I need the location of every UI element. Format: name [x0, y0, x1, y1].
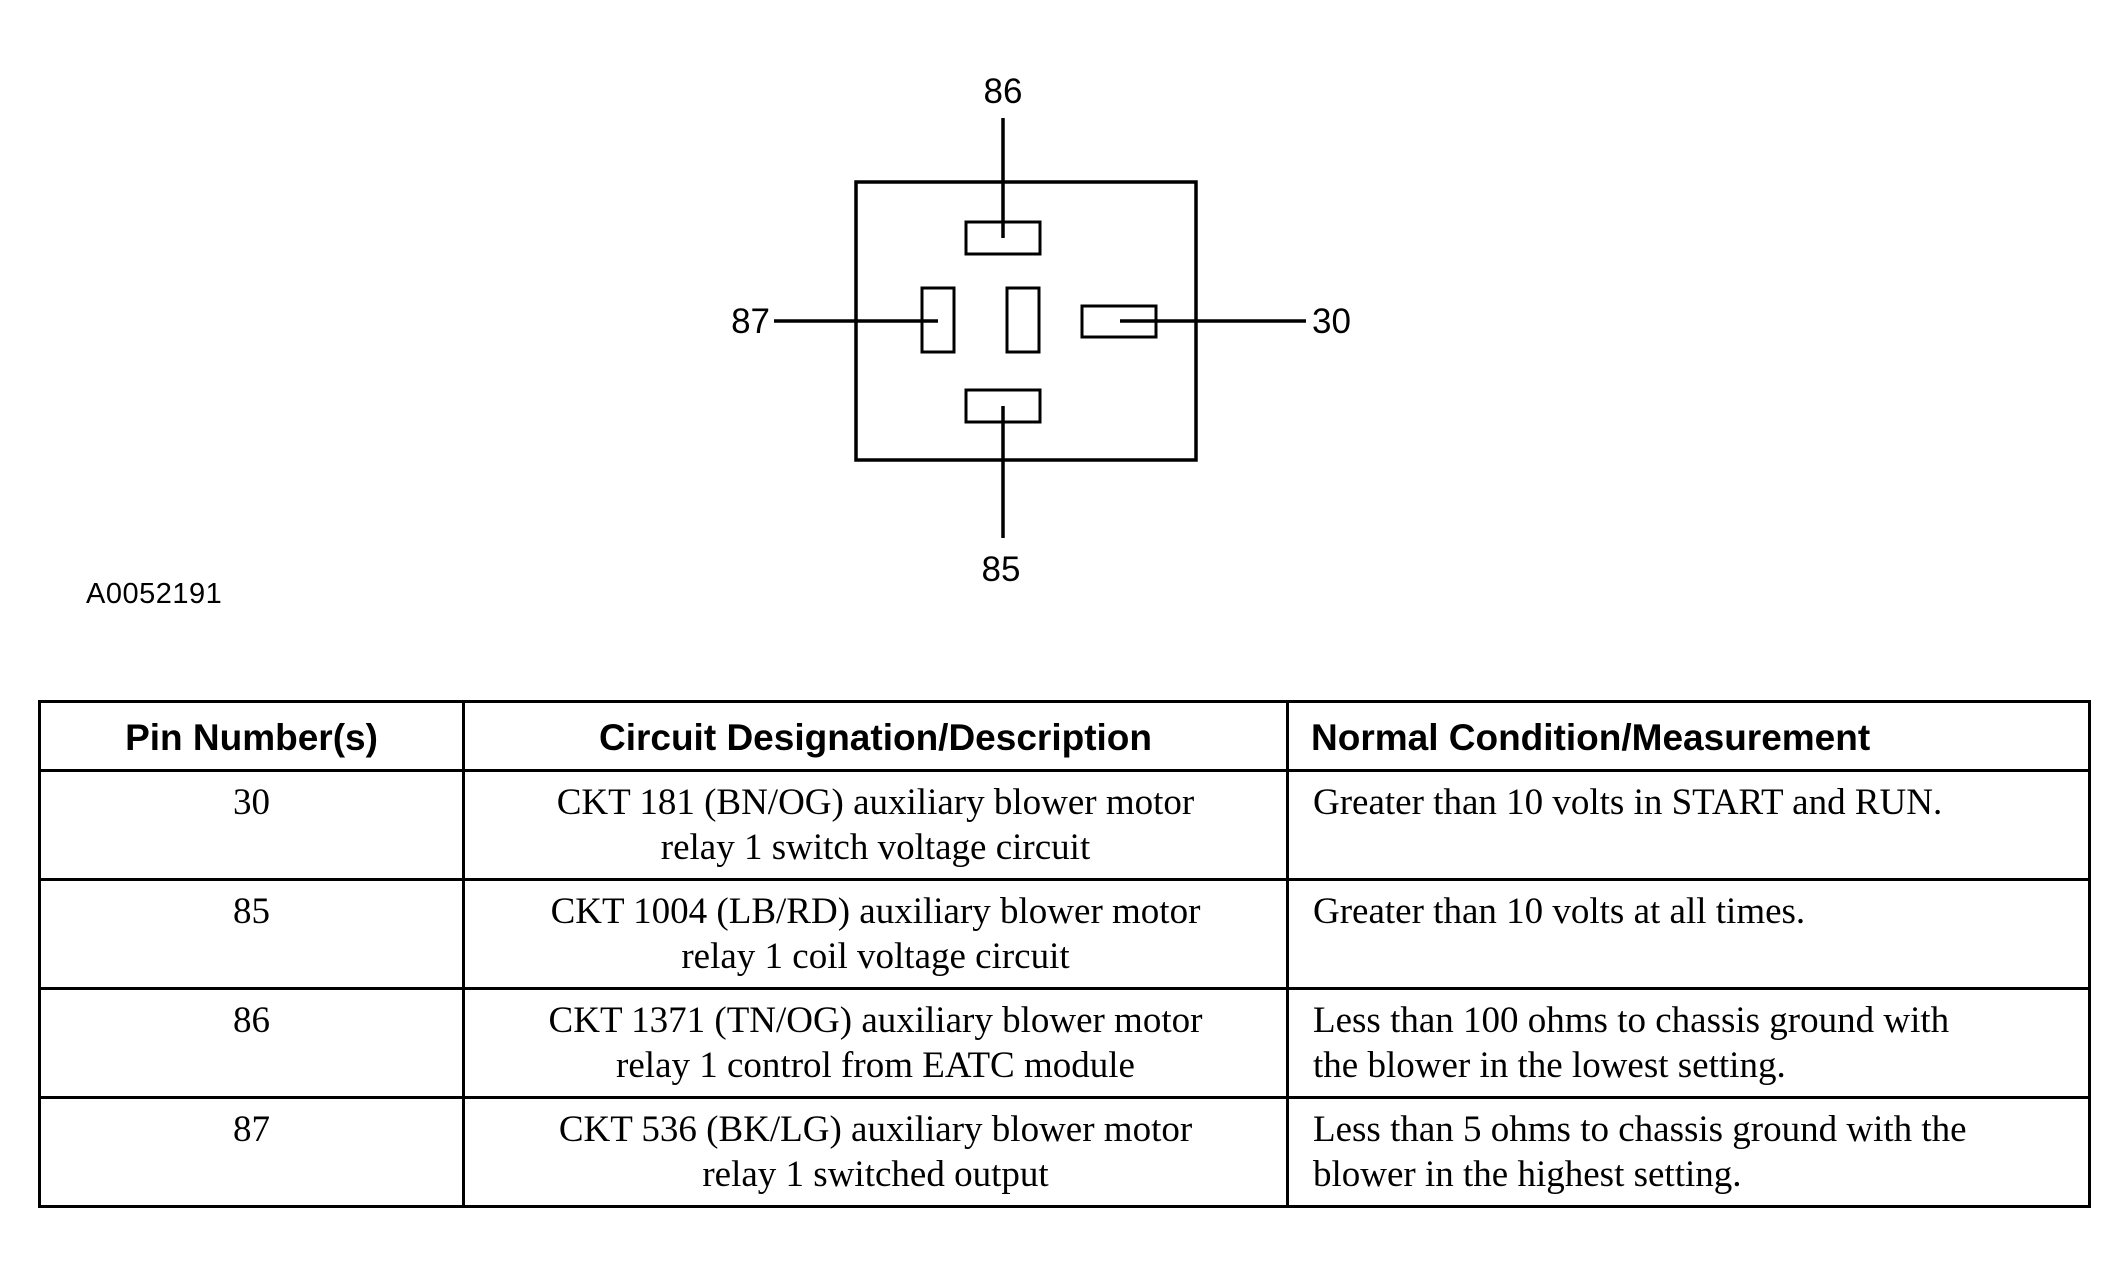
relay-connector-diagram: 86 87 30 85 [731, 72, 1351, 589]
description-line: CKT 536 (BK/LG) auxiliary blower motor [558, 1109, 1193, 1150]
cell-condition: Greater than 10 volts at all times. [1286, 878, 2091, 990]
description-line: relay 1 coil voltage circuit [681, 936, 1070, 977]
cell-pin: 87 [38, 1096, 465, 1208]
description-line: relay 1 switch voltage circuit [660, 827, 1091, 868]
pin-label-86: 86 [984, 72, 1023, 111]
cell-description: CKT 1004 (LB/RD) auxiliary blower motor … [462, 878, 1289, 990]
cell-pin: 86 [38, 987, 465, 1099]
header-normal-condition: Normal Condition/Measurement [1286, 700, 2091, 772]
cell-condition: Greater than 10 volts in START and RUN. [1286, 769, 2091, 881]
condition-line: Less than 100 ohms to chassis ground wit… [1313, 1000, 1950, 1041]
cell-description: CKT 181 (BN/OG) auxiliary blower motor r… [462, 769, 1289, 881]
pin-table: Pin Number(s) Circuit Designation/Descri… [38, 700, 2091, 1208]
description-line: CKT 181 (BN/OG) auxiliary blower motor [556, 782, 1195, 823]
description-line: CKT 1371 (TN/OG) auxiliary blower motor [548, 1000, 1203, 1041]
description-line: relay 1 switched output [702, 1154, 1049, 1195]
header-pin-numbers: Pin Number(s) [38, 700, 465, 772]
cell-description: CKT 536 (BK/LG) auxiliary blower motor r… [462, 1096, 1289, 1208]
table-header-row: Pin Number(s) Circuit Designation/Descri… [38, 700, 2091, 772]
table-row: 30 CKT 181 (BN/OG) auxiliary blower moto… [38, 769, 2091, 881]
condition-line: Less than 5 ohms to chassis ground with … [1313, 1109, 1967, 1150]
table-row: 86 CKT 1371 (TN/OG) auxiliary blower mot… [38, 987, 2091, 1099]
pin-label-87: 87 [731, 302, 770, 341]
condition-line: the blower in the lowest setting. [1313, 1045, 1786, 1086]
pin-label-85: 85 [982, 550, 1021, 589]
table-row: 87 CKT 536 (BK/LG) auxiliary blower moto… [38, 1096, 2091, 1208]
cell-pin: 85 [38, 878, 465, 990]
cell-description: CKT 1371 (TN/OG) auxiliary blower motor … [462, 987, 1289, 1099]
description-line: CKT 1004 (LB/RD) auxiliary blower motor [550, 891, 1201, 932]
condition-line: Greater than 10 volts at all times. [1313, 891, 1806, 932]
cell-pin: 30 [38, 769, 465, 881]
pin-label-30: 30 [1312, 302, 1351, 341]
cell-condition: Less than 100 ohms to chassis ground wit… [1286, 987, 2091, 1099]
condition-line: Greater than 10 volts in START and RUN. [1313, 782, 1943, 823]
description-line: relay 1 control from EATC module [616, 1045, 1135, 1086]
figure-id: A0052191 [86, 578, 223, 610]
cell-condition: Less than 5 ohms to chassis ground with … [1286, 1096, 2091, 1208]
table-row: 85 CKT 1004 (LB/RD) auxiliary blower mot… [38, 878, 2091, 990]
header-circuit-description: Circuit Designation/Description [462, 700, 1289, 772]
terminal-center [1005, 286, 1041, 354]
condition-line: blower in the highest setting. [1313, 1154, 1742, 1195]
